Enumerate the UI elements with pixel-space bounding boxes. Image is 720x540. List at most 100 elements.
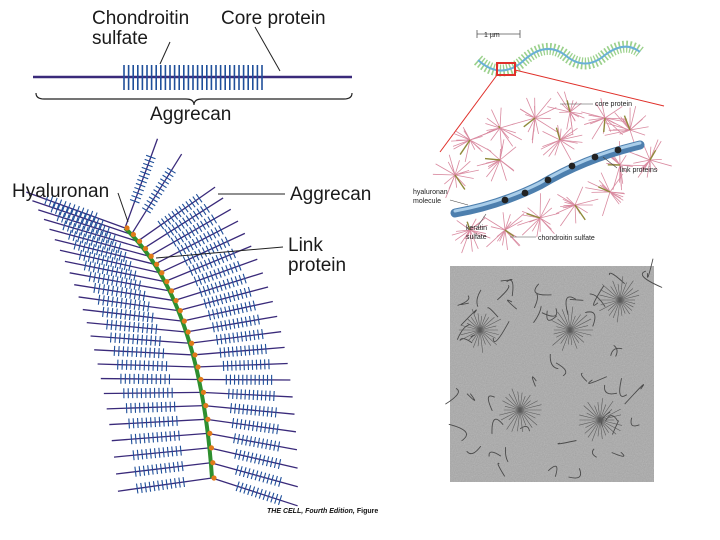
gag-tick xyxy=(182,461,183,471)
gag-tick xyxy=(249,331,250,341)
link-protein-dot xyxy=(189,341,194,346)
gag-tick xyxy=(221,334,222,344)
aggrecan-core xyxy=(70,273,170,291)
aggrecan-core xyxy=(114,448,209,457)
link-protein-dot xyxy=(205,417,210,422)
gag-tick xyxy=(233,333,234,343)
gag-tick xyxy=(261,390,262,400)
gag-tick xyxy=(159,448,160,458)
gag-tick xyxy=(121,298,122,308)
chondroitin-sulfate-zoom-label: chondroitin sulfate xyxy=(538,235,595,242)
hyaluronan-label: Hyaluronan xyxy=(12,181,109,202)
aggrecan-core xyxy=(204,406,295,415)
gag-tick xyxy=(165,172,173,177)
link-protein-bead xyxy=(615,147,622,154)
aggrecan-core xyxy=(91,336,190,343)
gag-tick xyxy=(103,295,104,305)
proteoglycan-aggregate-schematic: Hyaluronan Aggrecan Link protein xyxy=(12,139,371,506)
gag-tick xyxy=(135,434,136,444)
gag-tick xyxy=(196,237,201,246)
aggrecan-core xyxy=(98,364,196,367)
gag-tick xyxy=(180,446,181,456)
gag-tick xyxy=(162,480,163,490)
gag-tick xyxy=(134,311,135,321)
bristle xyxy=(535,118,551,119)
link-protein-dot xyxy=(143,246,148,251)
gag-tick xyxy=(186,201,192,209)
gag-tick xyxy=(136,347,137,357)
aggrecan-core xyxy=(125,139,157,228)
gag-tick xyxy=(193,225,198,234)
gag-tick xyxy=(158,481,159,491)
gag-tick xyxy=(114,346,115,356)
gag-tick xyxy=(270,391,271,401)
gag-tick xyxy=(170,431,171,441)
bristle xyxy=(613,165,620,190)
gag-tick xyxy=(165,216,171,224)
link-proteins-label: link proteins xyxy=(620,167,658,174)
gag-tick xyxy=(183,477,184,487)
bristle xyxy=(535,107,556,118)
gag-tick xyxy=(134,289,136,299)
gag-tick xyxy=(138,311,139,321)
gag-tick xyxy=(121,309,122,319)
gag-tick xyxy=(216,335,217,345)
gag-tick xyxy=(197,223,202,232)
gag-tick xyxy=(163,447,164,457)
aggrecan-core xyxy=(32,201,131,235)
gag-tick xyxy=(239,404,240,414)
gag-tick xyxy=(249,345,250,355)
link-protein-dot xyxy=(207,431,212,436)
aggrecan-core xyxy=(208,433,297,449)
gag-tick xyxy=(172,446,173,456)
link-protein-bead xyxy=(522,190,529,197)
gag-tick xyxy=(139,300,140,310)
link-protein-dot xyxy=(124,225,129,230)
link-protein-dot xyxy=(137,239,142,244)
gag-tick xyxy=(229,333,230,343)
bristle xyxy=(500,128,502,152)
hyaluronan-molecule-label: hyaluronan xyxy=(413,189,448,196)
gag-tick xyxy=(144,204,152,209)
aggrecan-core xyxy=(206,419,296,432)
gag-tick xyxy=(186,216,191,224)
gag-tick xyxy=(131,434,132,444)
gag-tick xyxy=(192,239,197,248)
gag-tick xyxy=(103,307,104,317)
aggrecan-core xyxy=(118,478,212,491)
bristle xyxy=(500,108,501,128)
gag-tick xyxy=(119,346,120,356)
gag-tick xyxy=(155,336,156,346)
link-protein-dot xyxy=(131,232,136,237)
gag-tick xyxy=(150,449,151,459)
gag-tick xyxy=(241,346,242,356)
bristle xyxy=(575,187,583,205)
gag-tick xyxy=(200,235,205,244)
aggrecan-core xyxy=(209,448,297,468)
gag-tick xyxy=(169,463,170,473)
gag-tick xyxy=(245,390,246,400)
gag-tick xyxy=(121,287,123,297)
link-protein-dot xyxy=(178,308,183,313)
gag-tick xyxy=(257,421,258,431)
gag-tick xyxy=(163,175,171,180)
gag-tick xyxy=(159,417,160,427)
gag-tick xyxy=(235,404,236,414)
gag-tick xyxy=(156,186,164,191)
aggrecan-core xyxy=(193,347,285,355)
gag-tick xyxy=(170,479,171,489)
gag-tick xyxy=(146,335,147,345)
gag-tick xyxy=(152,313,153,323)
gag-tick xyxy=(249,390,250,400)
gag-tick xyxy=(172,416,173,426)
gag-tick xyxy=(142,418,143,428)
gag-tick xyxy=(137,484,138,494)
aggrecan-core xyxy=(94,350,193,355)
aggrecan-core xyxy=(199,379,291,380)
gag-tick xyxy=(142,208,150,213)
gag-tick xyxy=(253,330,254,340)
gag-tick xyxy=(112,308,113,318)
bristle xyxy=(535,98,551,118)
gag-tick xyxy=(207,231,212,240)
gag-tick xyxy=(193,211,198,219)
